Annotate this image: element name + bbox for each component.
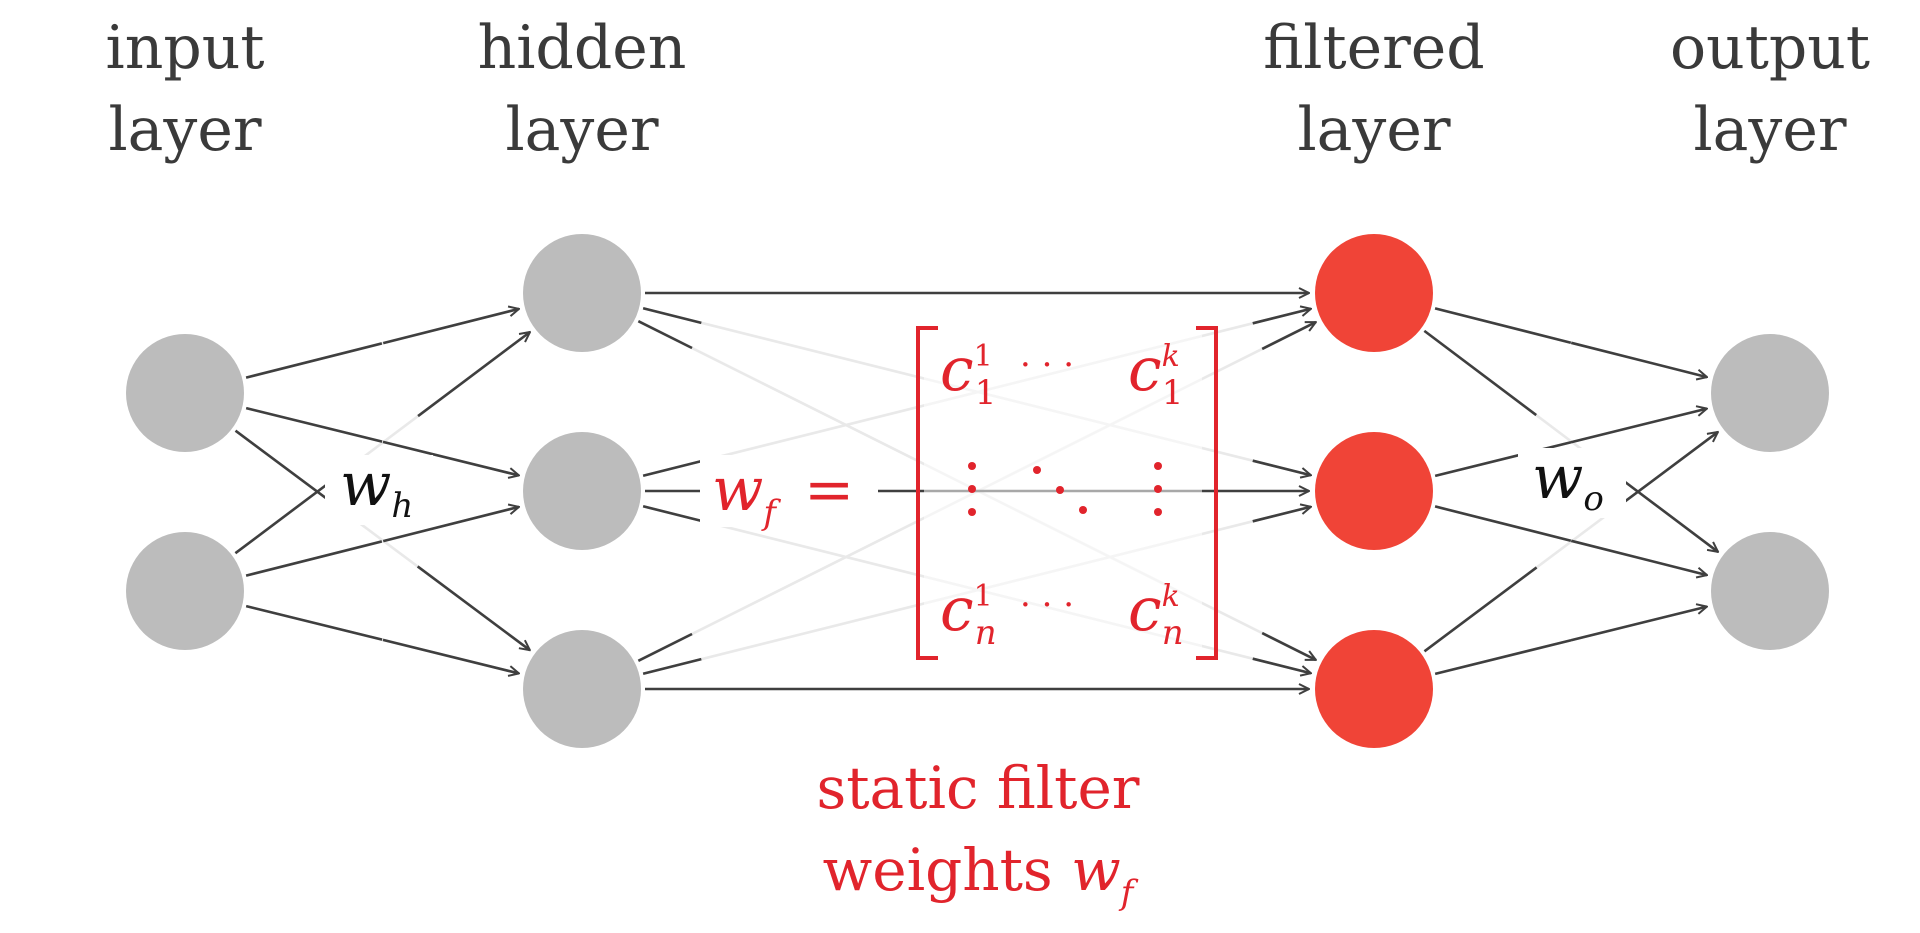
matrix-bottom-right-sub: n: [1162, 613, 1184, 653]
input-hidden-edge-1-2-start: [245, 604, 383, 641]
matrix-bottom-right-sup: k: [1162, 579, 1180, 614]
filtered-output-edge-1-1-end: [1570, 539, 1707, 575]
matrix-top-hdots: · · ·: [1020, 345, 1074, 385]
input-node-2: [126, 532, 244, 650]
input-hidden-edge-0-2-end: [416, 565, 530, 650]
caption-line2: weights wf: [823, 836, 1139, 913]
filtered-output-edge-0-0-start: [1434, 307, 1572, 344]
filtered-output-edge-0-1-start: [1423, 329, 1537, 417]
filtered-output-edge-2-1-end: [1570, 607, 1707, 642]
input-hidden-edge-0-0-end: [382, 309, 519, 345]
filtered-node-1: [1315, 234, 1433, 352]
wo-subscript: o: [1583, 479, 1603, 519]
hidden-node-1: [523, 234, 641, 352]
wo-label: wo: [1532, 443, 1604, 519]
output-layer-title-line1: output: [1670, 13, 1870, 83]
hidden-filtered-edge-0-1-start: [642, 307, 702, 325]
matrix-top-right-base: c: [1128, 335, 1162, 405]
filtered-output-edge-0-0-end: [1570, 341, 1707, 377]
matrix-bottom-right-base: c: [1128, 575, 1162, 645]
matrix-ddots: [1033, 466, 1087, 514]
hidden-filtered-edge-0-2-end: [1261, 631, 1316, 662]
filtered-output-edge-1-0-end: [1570, 409, 1707, 444]
input-hidden-edge-0-1-start: [245, 406, 383, 443]
hidden-filtered-edge-2-0-start: [637, 632, 693, 662]
hidden-filtered-edge-1-0-start: [642, 459, 702, 477]
hidden-filtered-edge-1-2-end: [1252, 657, 1311, 674]
matrix-top-left-sup: 1: [974, 339, 993, 374]
hidden-layer-title-line2: layer: [505, 95, 658, 165]
wh-label-backdrop: [325, 455, 433, 525]
filtered-layer-title-line2: layer: [1297, 95, 1450, 165]
wf-base: w: [712, 455, 763, 525]
caption-line2-math-sub: f: [1118, 873, 1139, 913]
wf-label-backdrop: [700, 455, 878, 527]
output-layer-title-line2: layer: [1693, 95, 1846, 165]
filtered-output-edge-2-1-start: [1434, 638, 1572, 676]
input-hidden-edge-1-2-end: [382, 638, 519, 674]
caption-line2-math-base: w: [1071, 836, 1121, 904]
input-layer-title-line1: input: [106, 13, 265, 83]
hidden-filtered-edge-1-0-end: [1252, 309, 1311, 325]
hidden-filtered-edge-0-1-end: [1252, 459, 1311, 476]
matrix-top-right-sup: k: [1162, 339, 1180, 374]
filtered-output-edge-2-0-start: [1423, 566, 1538, 653]
hidden-filtered-edge-1-2-start: [642, 505, 702, 523]
filtered-layer-title-line1: filtered: [1263, 13, 1484, 83]
wf-equals: =: [804, 455, 854, 525]
hidden-filtered-edge-2-0-end: [1261, 320, 1316, 351]
wh-base: w: [340, 450, 391, 520]
matrix-top-left-sub: 1: [975, 373, 997, 413]
hidden-filtered-edge-2-1-end: [1252, 507, 1311, 523]
wf-label: wf=: [712, 455, 854, 533]
caption-line1: static filter: [816, 754, 1139, 822]
filtered-node-2: [1315, 432, 1433, 550]
hidden-layer-title-line1: hidden: [478, 13, 687, 83]
matrix-bottom-hdots: · · ·: [1020, 585, 1074, 625]
input-hidden-edge-1-0-end: [417, 332, 530, 418]
filtered-output-edge-1-0-start: [1434, 440, 1572, 478]
output-node-2: [1711, 532, 1829, 650]
wo-base: w: [1532, 443, 1583, 513]
matrix-bottom-left-base: c: [940, 575, 974, 645]
matrix-backdrop: [924, 335, 1202, 653]
hidden-filtered-edge-0-2-start: [637, 320, 693, 350]
hidden-node-3: [523, 630, 641, 748]
matrix-vdots-right: [1154, 462, 1162, 516]
matrix-top-right-sub: 1: [1162, 373, 1184, 413]
filtered-node-3: [1315, 630, 1433, 748]
nodes: [126, 234, 1829, 748]
wo-label-backdrop: [1518, 448, 1626, 518]
input-node-1: [126, 334, 244, 452]
caption-line2-text: weights: [823, 836, 1072, 904]
input-layer-title-line2: layer: [108, 95, 261, 165]
matrix-bottom-left-sub: n: [975, 613, 997, 653]
hidden-filtered-edge-2-1-start: [642, 657, 702, 675]
wh-label: wh: [340, 450, 413, 526]
matrix-top-left-base: c: [940, 335, 974, 405]
matrix-vdots-left: [968, 462, 976, 516]
output-node-1: [1711, 334, 1829, 452]
matrix-bottom-left-sup: 1: [974, 579, 993, 614]
input-hidden-edge-0-0-start: [245, 342, 383, 379]
input-hidden-edge-0-1-end: [382, 440, 519, 476]
matrix-left-bracket: [916, 326, 938, 660]
input-hidden-edge-1-1-end: [382, 507, 519, 543]
matrix-right-bracket: [1196, 326, 1218, 660]
wh-subscript: h: [391, 486, 413, 526]
hidden-node-2: [523, 432, 641, 550]
input-hidden-edge-1-1-start: [245, 540, 383, 577]
filtered-output-edge-1-1-start: [1434, 505, 1572, 542]
